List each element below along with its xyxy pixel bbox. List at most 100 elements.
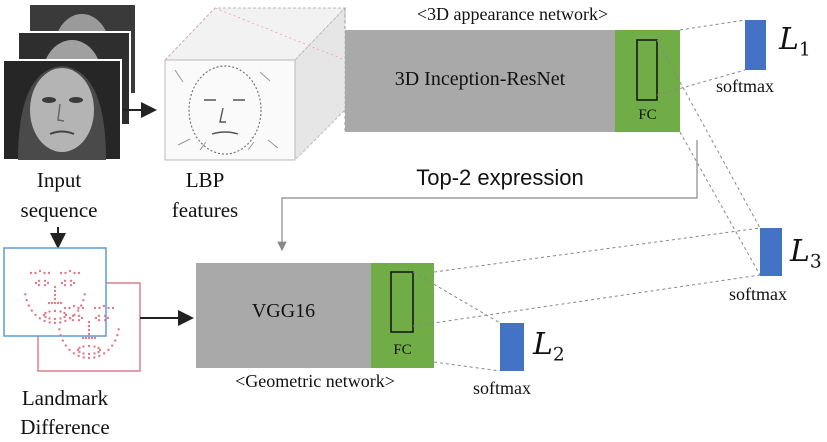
landmark-dot [97, 314, 101, 318]
landmark-dot [87, 324, 91, 328]
fc2-to-l3-top [433, 227, 761, 273]
landmark-dot [27, 304, 31, 307]
input-face-frames [2, 5, 135, 161]
top2-expression-arrow [277, 140, 698, 252]
landmark-dot [106, 316, 110, 320]
geometric-fc-vector [390, 271, 414, 333]
top2-expression-label: Top-2 expression [416, 165, 584, 190]
landmark-dot [48, 310, 51, 313]
landmark-dot [64, 344, 68, 347]
landmark-dot [59, 310, 62, 313]
fc2-to-l2-bottom [433, 361, 501, 372]
landmark-points [24, 269, 120, 360]
l3-subscript: 3 [809, 251, 822, 273]
appearance-network-caption: <3D appearance network> [416, 4, 609, 24]
appearance-fc-vector [636, 39, 658, 101]
landmark-dot [59, 271, 63, 275]
lbp-features-label: LBP features [150, 165, 260, 225]
landmark-dot [43, 279, 47, 283]
landmark-dot [113, 339, 117, 342]
landmark-dot [46, 281, 50, 285]
landmark-dot [93, 356, 96, 359]
landmark-dot [102, 304, 106, 308]
l2-loss-label: L2 [533, 327, 565, 366]
landmark-dot [44, 315, 47, 319]
landmark-dot [38, 269, 42, 273]
landmark-dot [94, 316, 98, 320]
landmark-dot [78, 346, 81, 350]
landmark-label-line1: Landmark [21, 386, 109, 410]
landmark-label-line2: Difference [20, 415, 110, 439]
appearance-fc-block [615, 30, 680, 132]
geometric-network-caption: <Geometric network> [235, 371, 395, 391]
appearance-fc-label: FC [638, 107, 657, 123]
landmark-dot [59, 301, 63, 305]
landmark-dot [38, 317, 42, 320]
inception-resnet-label: 3D Inception-ResNet [394, 68, 566, 90]
landmark-dot [37, 279, 41, 283]
landmark-dot [82, 356, 85, 359]
landmark-dot [72, 352, 76, 355]
landmark-dot [59, 317, 62, 320]
geometric-fc-block [371, 263, 434, 368]
landmark-dot [53, 301, 57, 305]
landmark-dot [50, 301, 54, 305]
landmark-dot [93, 306, 97, 310]
landmark-dot [34, 271, 37, 275]
landmark-dot [59, 321, 62, 324]
landmark-difference-label: Landmark Difference [0, 384, 130, 442]
landmark-dot [63, 279, 67, 283]
lbp-label-line1: LBP [185, 168, 225, 192]
landmark-dot [77, 306, 80, 310]
landmark-dot [63, 283, 67, 287]
face-frame-front [2, 59, 122, 161]
landmark-dot [83, 293, 86, 296]
landmark-dot [42, 313, 46, 317]
landmark-dot [80, 316, 84, 320]
landmark-dot [79, 304, 83, 307]
landmark-dot [63, 306, 67, 310]
landmark-dot [53, 317, 57, 321]
landmark-dot [90, 336, 94, 340]
landmark-dot [53, 297, 57, 301]
lbp-features-cube [163, 6, 347, 162]
l1-symbol: L [779, 22, 799, 57]
landmark-dot [24, 293, 27, 296]
landmark-dot [93, 352, 96, 355]
landmark-dot [77, 314, 81, 318]
landmark-dot [87, 320, 91, 324]
landmark-dot [116, 333, 119, 337]
landmark-dot [82, 352, 85, 355]
l1-loss-label: L1 [779, 22, 811, 61]
landmark-dot [87, 344, 91, 348]
landmark-dot [63, 311, 66, 315]
landmark-dot [37, 283, 41, 287]
landmark-dot [43, 271, 46, 275]
l2-output-bar [500, 323, 524, 371]
landmark-dot [73, 271, 76, 275]
geometric-fc-label: FC [393, 342, 412, 358]
l3-loss-label: L3 [790, 234, 822, 273]
input-label-line2: sequence [20, 198, 98, 222]
input-label-line1: Input [36, 168, 82, 192]
landmark-dot [82, 298, 85, 302]
landmark-dot [98, 306, 101, 310]
landmark-dot [34, 281, 38, 285]
landmark-dot [43, 283, 47, 287]
l1-subscript: 1 [798, 39, 811, 61]
landmark-dot [34, 313, 37, 317]
landmark-dot [87, 336, 91, 340]
landmark-dot [64, 319, 67, 323]
landmark-dot [103, 318, 107, 322]
landmark-dot [68, 306, 71, 310]
landmark-dot [48, 321, 51, 324]
landmark-dot [102, 352, 106, 355]
landmark-dot [111, 306, 115, 310]
landmark-dot [107, 306, 110, 310]
landmark-dot [53, 309, 57, 313]
l3-output-bar [760, 228, 782, 276]
landmark-dot [71, 318, 75, 322]
landmark-dot [77, 318, 81, 322]
landmark-dot [68, 348, 71, 352]
